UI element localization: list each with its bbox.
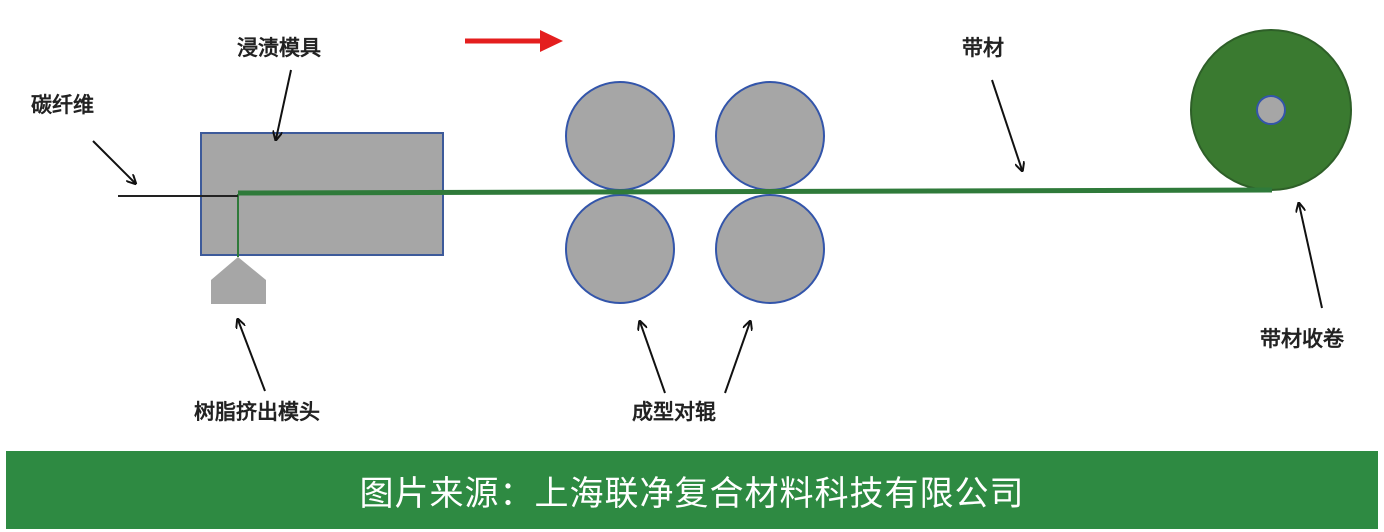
resin-extrusion-head	[211, 257, 266, 304]
label-forming-rollers: 成型对辊	[632, 400, 716, 424]
red-arrow-right-icon	[465, 30, 563, 52]
tape-winding-core	[1256, 95, 1286, 125]
forming-roller-top-1	[565, 81, 675, 191]
diagram-canvas	[92, 29, 1352, 394]
forming-roller-bottom-2	[715, 194, 825, 304]
arrow-carbon-fiber	[92, 140, 135, 183]
arrow-forming-roller-1	[640, 322, 666, 394]
tape-line	[237, 187, 1273, 196]
label-tape-winding: 带材收卷	[1260, 327, 1344, 351]
arrow-tape-winding	[1299, 204, 1323, 309]
forming-roller-bottom-1	[565, 194, 675, 304]
forming-roller-top-2	[715, 81, 825, 191]
label-tape: 带材	[962, 36, 1004, 60]
arrow-tape	[991, 79, 1022, 170]
label-impregnation-die: 浸渍模具	[237, 36, 321, 60]
arrow-forming-roller-2	[724, 322, 750, 394]
label-resin-extrusion-head: 树脂挤出模头	[194, 400, 320, 424]
arrow-impregnation-die	[276, 69, 292, 139]
label-carbon-fiber: 碳纤维	[31, 93, 94, 117]
source-text: 图片来源：上海联净复合材料科技有限公司	[359, 473, 1025, 514]
arrow-resin-extrusion-head	[238, 320, 266, 392]
source-banner: 图片来源：上海联净复合材料科技有限公司	[6, 451, 1378, 529]
